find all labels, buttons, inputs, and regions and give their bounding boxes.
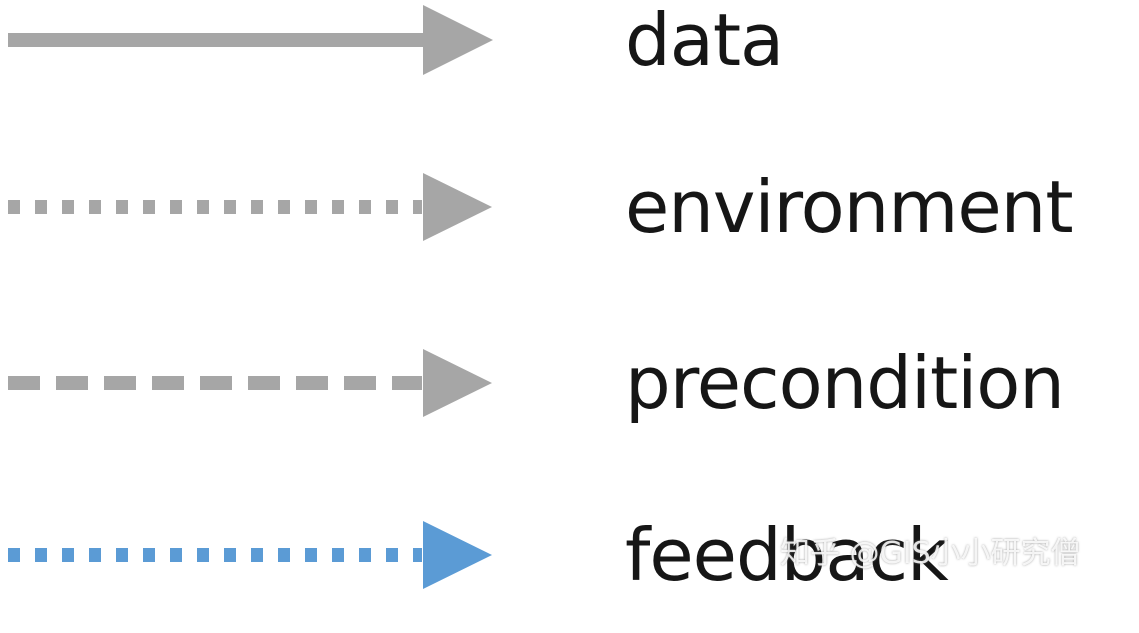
arrow-head	[423, 521, 492, 589]
legend-label-feedback: feedback	[625, 513, 949, 597]
arrow-head	[423, 349, 492, 417]
arrow-head	[423, 173, 492, 241]
legend-label-precondition: precondition	[625, 341, 1065, 425]
legend-item-environment: environment	[0, 167, 1139, 287]
legend-label-data: data	[625, 0, 784, 82]
legend-item-feedback: feedback	[0, 513, 1139, 633]
legend-item-precondition: precondition	[0, 343, 1139, 463]
watermark: 知乎 @GIS小小研究僧	[780, 536, 1081, 571]
dotted-blue-arrow-icon	[8, 521, 492, 589]
arrow-head	[423, 5, 493, 75]
dashed-arrow-icon	[8, 349, 492, 417]
legend-item-data: data	[0, 0, 1139, 120]
solid-arrow-icon	[8, 5, 493, 75]
legend-label-environment: environment	[625, 165, 1074, 249]
dotted-arrow-icon	[8, 173, 492, 241]
